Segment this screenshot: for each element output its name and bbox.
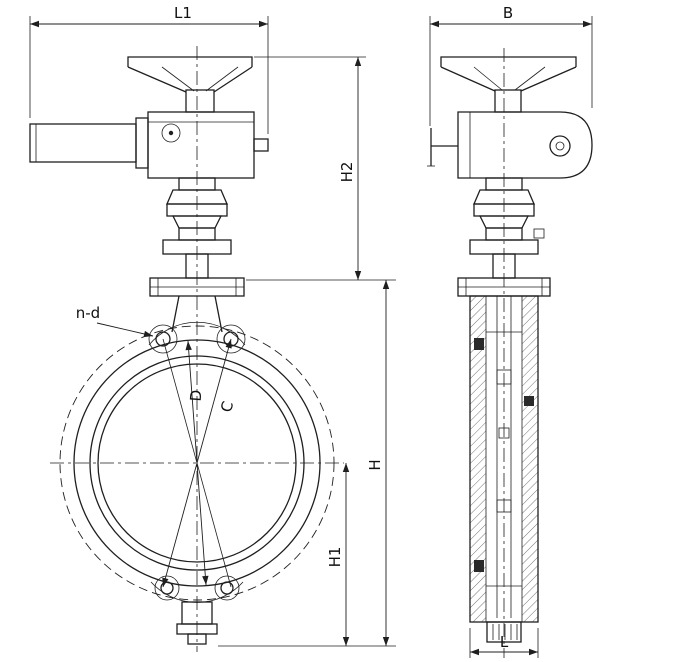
neck-line — [214, 295, 223, 333]
front-motor-body — [29, 111, 269, 179]
side-mounting-stack — [469, 177, 545, 279]
handwheel-spoke — [205, 66, 239, 92]
dim-h2: H2 — [246, 56, 396, 281]
dim-h2-label: H2 — [338, 162, 356, 183]
section-hatch-left — [470, 296, 486, 622]
side-bottom-cover — [486, 621, 522, 643]
seal-block — [474, 560, 484, 572]
front-mounting-stack — [162, 177, 232, 279]
nd-leader — [96, 322, 154, 338]
side-valve-section — [469, 295, 539, 623]
dim-h: H — [218, 280, 396, 647]
actuator-housing — [457, 111, 593, 179]
motor-flange — [135, 117, 149, 169]
dim-l-label: L — [500, 633, 509, 651]
handwheel-spoke — [127, 66, 187, 93]
seal-block — [474, 338, 484, 350]
dim-l1: L1 — [29, 4, 269, 134]
side-motor-body — [427, 111, 593, 179]
shaft-bearing — [496, 369, 512, 385]
bottom-cap-boss — [187, 633, 207, 645]
front-diagonals: D C — [162, 338, 237, 588]
side-bolt — [533, 228, 545, 239]
motor-cylinder — [29, 123, 137, 163]
nd-label: n-d — [76, 304, 100, 322]
front-top-flange — [149, 277, 245, 333]
front-bottom-cap — [176, 601, 218, 645]
bottom-cover — [486, 621, 522, 643]
bolt-hole — [160, 581, 174, 595]
side-handwheel — [440, 56, 577, 113]
shaft-key — [498, 427, 510, 439]
front-view: D C n-d L1 H2 H — [29, 4, 396, 652]
indicator-dot — [555, 141, 565, 151]
bolt-hole — [220, 581, 234, 595]
handwheel-hub — [185, 89, 215, 113]
dim-l1-label: L1 — [174, 4, 192, 22]
dim-c-label: C — [217, 399, 237, 414]
handwheel-spoke — [161, 66, 195, 92]
dim-h1: H1 — [326, 463, 350, 646]
dim-d-line — [185, 340, 209, 586]
handwheel-spoke — [514, 66, 546, 91]
front-handwheel — [127, 56, 253, 113]
front-centerlines — [50, 46, 344, 652]
dim-b: B — [429, 4, 593, 126]
dim-h1-label: H1 — [326, 547, 344, 568]
dim-l: L — [469, 628, 539, 658]
seal-block — [524, 396, 534, 406]
handwheel-spoke — [440, 66, 496, 92]
handwheel-rim — [440, 56, 577, 67]
nd-callout: n-d — [76, 304, 154, 338]
neck-line — [171, 295, 180, 333]
flange-od-phantom-circle — [59, 325, 335, 601]
dim-h-label: H — [366, 459, 384, 470]
handwheel-spoke — [473, 66, 503, 91]
handwheel-spoke — [213, 66, 253, 93]
handwheel-rim — [127, 56, 253, 67]
shaft-bearing — [496, 499, 512, 513]
handwheel-hub — [494, 89, 522, 113]
indicator-window — [549, 135, 571, 157]
top-lug-pad — [148, 321, 246, 346]
handwheel-spoke — [520, 66, 577, 92]
dim-d-label: D — [187, 389, 206, 402]
indicator-window — [161, 123, 181, 143]
section-hatch-right — [522, 296, 538, 622]
dim-b-label: B — [503, 4, 513, 22]
indicator-dot — [168, 130, 174, 136]
side-view: B L — [427, 4, 593, 658]
output-shaft — [253, 138, 269, 152]
